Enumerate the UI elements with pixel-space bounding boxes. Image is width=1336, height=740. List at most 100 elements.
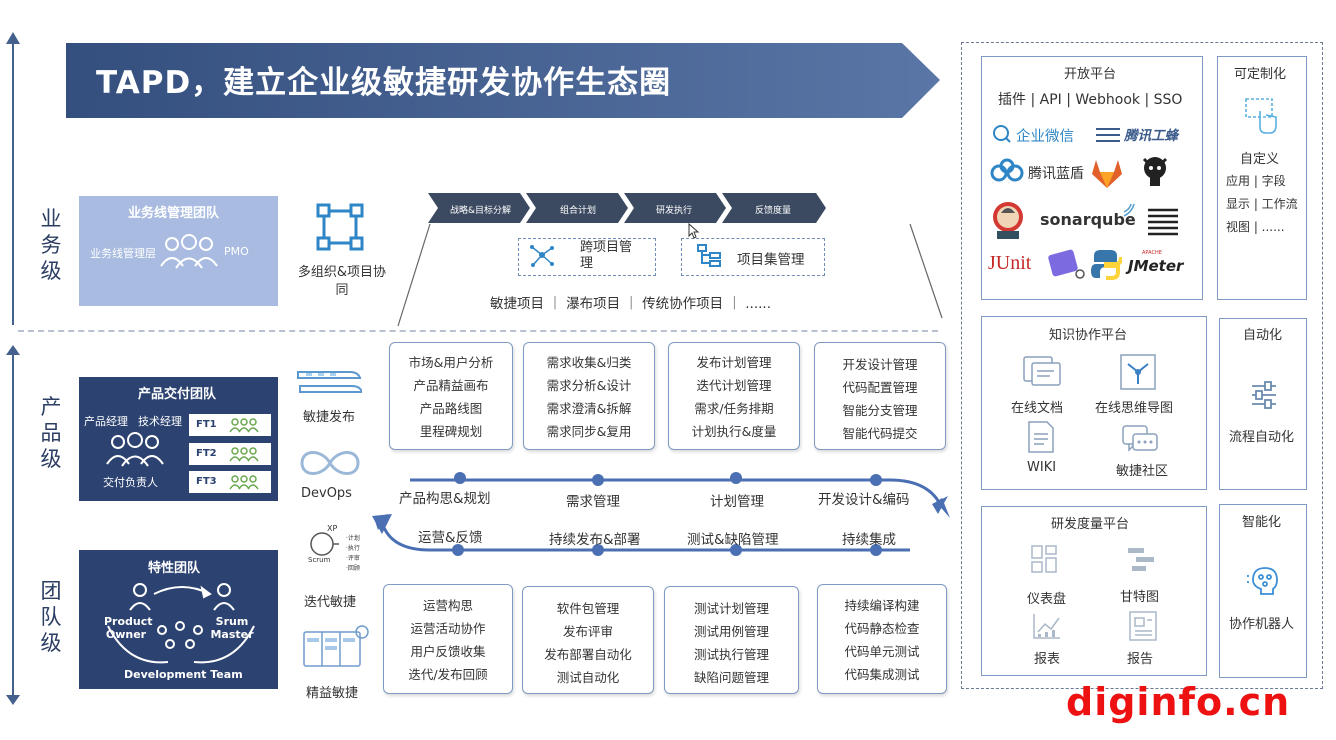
sliders-icon — [1252, 381, 1276, 409]
tree-icon — [697, 244, 721, 267]
cursor-icon — [688, 223, 700, 239]
team-icon — [160, 234, 218, 269]
business-panel-left: 业务线管理层 — [90, 247, 156, 260]
scrum-cycle-icon — [107, 583, 255, 664]
level-product: 产品级 — [40, 395, 62, 471]
metrics-item: 报告 — [1127, 652, 1154, 667]
level-divider — [18, 330, 938, 332]
cycle-top-label: 开发设计&编码 — [818, 492, 910, 508]
group-icon — [229, 447, 259, 462]
tech-manager-label: 技术经理 — [138, 415, 182, 428]
business-panel-right: PMO — [224, 245, 249, 258]
intelligence-item: 协作机器人 — [1229, 617, 1295, 632]
automation-title: 自动化 — [1243, 328, 1283, 343]
group-icon — [229, 418, 259, 433]
cross-project-label: 跨项目管理 — [580, 240, 633, 271]
ft-row: FT2 — [189, 443, 271, 465]
arrow-down-icon — [6, 695, 20, 705]
team-icon — [106, 432, 164, 467]
sonar-wave-icon — [1123, 203, 1135, 217]
touch-icon — [1245, 98, 1277, 134]
dev-team-label: Development Team — [124, 668, 243, 681]
metrics-item: 甘特图 — [1120, 590, 1160, 605]
practice-label: 敏捷发布 — [303, 410, 356, 425]
cycle-bottom-label: 运营&反馈 — [418, 530, 483, 546]
practice-label: DevOps — [301, 486, 352, 501]
cycle-top-label: 需求管理 — [566, 494, 620, 510]
cycle-bottom-label: 测试&缺陷管理 — [687, 532, 779, 548]
knowledge-item: 在线文档 — [1011, 401, 1064, 416]
axis-bottom — [12, 352, 14, 697]
capability-box: 持续编译构建代码静态检查 代码单元测试代码集成测试 — [817, 584, 947, 694]
cycle-top-label: 产品构思&规划 — [399, 491, 491, 507]
report-doc-icon — [1129, 611, 1157, 641]
customizable-line: 应用 | 字段 — [1226, 174, 1286, 188]
kanban-icon — [303, 625, 369, 667]
arrow-up-icon — [6, 32, 20, 44]
intelligence-title: 智能化 — [1242, 515, 1282, 530]
metrics-item: 报表 — [1034, 652, 1061, 667]
product-panel-title: 产品交付团队 — [138, 387, 217, 402]
open-platform-sub: 插件 | API | Webhook | SSO — [998, 92, 1183, 108]
customizable-line: 显示 | 工作流 — [1226, 197, 1298, 211]
practice-label: 精益敏捷 — [306, 686, 359, 701]
product-manager-label: 产品经理 — [84, 415, 128, 428]
customizable-line: 视图 | ...... — [1226, 220, 1285, 234]
stage-label: 战略&目标分解 — [450, 206, 512, 216]
group-icon — [229, 475, 259, 490]
stage-label: 组合计划 — [560, 206, 597, 216]
page-title: TAPD，建立企业级敏捷研发协作生态圈 — [96, 65, 672, 101]
ft-row: FT1 — [189, 414, 271, 436]
train-icon — [297, 371, 362, 393]
devops-icon — [300, 451, 360, 475]
hierarchy-icon — [530, 245, 554, 267]
jenkins-icon — [993, 202, 1023, 239]
axis-top — [12, 40, 14, 325]
capability-box: 测试计划管理测试用例管理 测试执行管理缺陷问题管理 — [664, 586, 799, 694]
mindmap-icon — [1120, 354, 1156, 390]
project-types: 敏捷项目 ｜ 瀑布项目 ｜ 传统协作项目 ｜ ...... — [490, 296, 771, 312]
ft-row: FT3 — [189, 471, 271, 493]
project-set-box — [681, 238, 825, 276]
logo-sonarqube: sonarqube — [1040, 210, 1136, 229]
practice-label: 迭代敏捷 — [304, 595, 357, 610]
capability-box: 发布计划管理迭代计划管理 需求/任务排期计划执行&度量 — [668, 342, 800, 450]
python-icon — [1091, 250, 1122, 280]
knowledge-box — [981, 316, 1207, 490]
capability-box: 软件包管理发布评审 发布部署自动化测试自动化 — [522, 586, 654, 694]
capability-box: 市场&用户分析产品精益画布 产品路线图里程碑规划 — [389, 342, 513, 450]
capability-box: 运营构思运营活动协作 用户反馈收集迭代/发布回顾 — [383, 584, 513, 694]
title-banner — [66, 43, 940, 118]
project-trapezoid — [397, 223, 943, 327]
document-icon — [1023, 356, 1061, 386]
logo-junit: JUnit — [988, 252, 1032, 274]
logo-gongfeng: 腾讯工蜂 — [1124, 128, 1178, 144]
community-icon — [1122, 425, 1158, 452]
delivery-owner-label: 交付负责人 — [103, 476, 158, 489]
plugin-logo-icon — [1048, 249, 1085, 279]
ecosystem-panel — [961, 42, 1323, 689]
watermark: diginfo.cn — [1066, 680, 1291, 724]
devops-cycle — [372, 472, 950, 556]
capability-box: 需求收集&归类需求分析&设计 需求澄清&拆解需求同步&复用 — [523, 342, 655, 450]
gantt-icon — [1128, 548, 1154, 571]
stage-label: 反馈度量 — [755, 206, 792, 216]
level-business: 业务级 — [40, 207, 62, 283]
stage-label: 研发执行 — [656, 206, 693, 216]
intelligence-box — [1219, 504, 1307, 678]
feature-panel-title: 特性团队 — [148, 561, 201, 576]
scrum-master-label: Srum Master — [210, 615, 254, 641]
scrum-label: Scrum — [308, 556, 331, 564]
customizable-title: 可定制化 — [1234, 67, 1287, 82]
github-icon — [1142, 157, 1168, 186]
logo-apache: APACHE — [1142, 250, 1162, 256]
robot-brain-icon — [1247, 567, 1278, 595]
xp-label: XP — [327, 524, 338, 533]
bluekeep-icon — [990, 158, 1024, 182]
business-panel — [79, 196, 278, 306]
wecom-icon — [993, 125, 1011, 143]
metrics-item: 仪表盘 — [1027, 592, 1067, 607]
business-panel-title: 业务线管理团队 — [128, 206, 220, 221]
open-platform-title: 开放平台 — [1064, 67, 1117, 82]
logo-jmeter: JMeter — [1128, 257, 1184, 275]
